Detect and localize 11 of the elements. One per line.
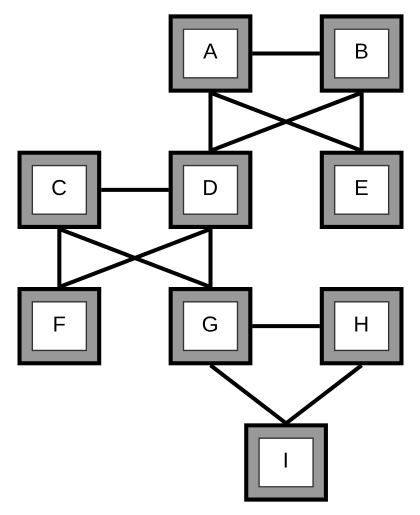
connector — [208, 92, 212, 150]
connector — [208, 363, 287, 424]
connector — [208, 228, 212, 287]
connector — [58, 226, 211, 288]
connector — [100, 187, 168, 192]
connector — [252, 51, 320, 56]
connector — [359, 92, 364, 150]
connector — [209, 90, 362, 152]
connector — [284, 363, 362, 424]
connector — [252, 324, 320, 328]
connector — [56, 228, 61, 287]
